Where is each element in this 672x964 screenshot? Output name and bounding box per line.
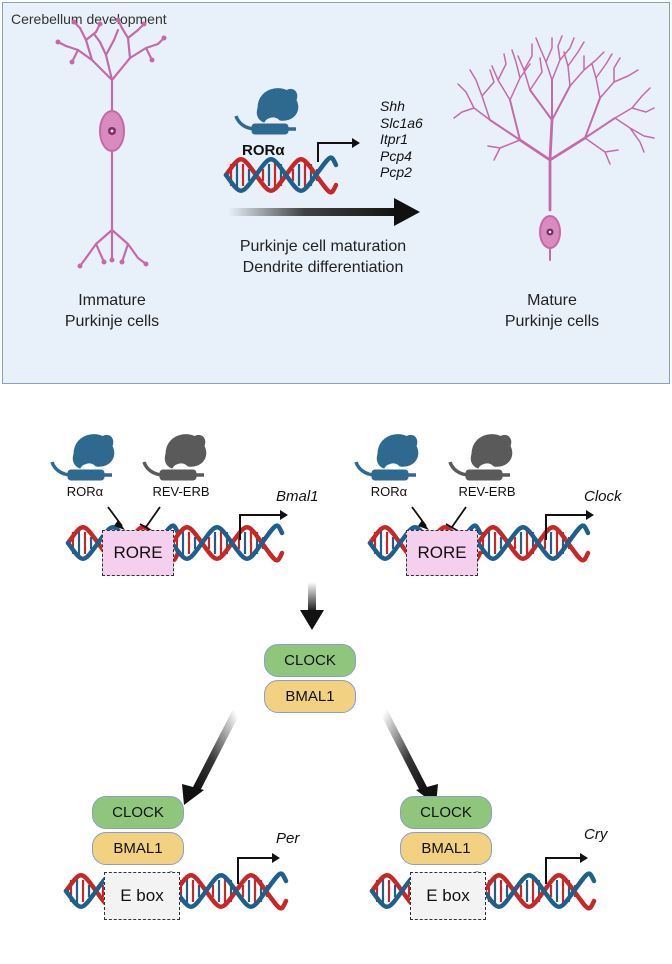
rora-receptor-right-icon: [354, 432, 420, 482]
ebox-right: E box: [410, 872, 486, 920]
dna-icon: [226, 158, 336, 193]
panel-title-cerebellum: Cerebellum development: [11, 11, 167, 27]
bmal1-protein-right: BMAL1: [400, 832, 492, 865]
gene-shh: Shh: [380, 98, 405, 114]
diag-arrow-right-icon: [380, 710, 428, 792]
rev-erb-label-right: REV-ERB: [458, 484, 516, 499]
ebox-left: E box: [104, 872, 180, 920]
clock-protein-left: CLOCK: [92, 796, 184, 829]
rora-label-left: RORα: [66, 484, 104, 499]
rore-box-left: RORE: [102, 530, 174, 576]
rora-receptor-left-icon: [50, 432, 116, 482]
rev-erb-label-left: REV-ERB: [152, 484, 210, 499]
mature-purkinje-cell-icon: [453, 35, 655, 261]
gene-pcp4: Pcp4: [380, 147, 412, 164]
bmal1-protein-center: BMAL1: [264, 680, 356, 713]
diag-arrow-left-icon: [192, 710, 240, 792]
rore-box-right: RORE: [406, 530, 478, 576]
mature-label-line2: Purkinje cells: [504, 313, 600, 330]
clock-protein-right: CLOCK: [400, 796, 492, 829]
gene-itpr1: Itpr1: [380, 131, 409, 147]
rev-erb-receptor-right-icon: [448, 432, 514, 482]
gene-per: Per: [276, 830, 300, 847]
immature-purkinje-cell-icon: [56, 18, 166, 268]
dna-left-2: [172, 526, 282, 561]
process-label-line2: Dendrite differentiation: [242, 259, 404, 276]
mature-label-line1: Mature: [527, 292, 577, 309]
immature-label-line2: Purkinje cells: [64, 313, 160, 330]
gene-pcp2: Pcp2: [380, 164, 412, 180]
maturation-arrow-icon: [228, 208, 398, 216]
transcription-arrow-icon: [317, 142, 352, 162]
mature-label: Mature Purkinje cells: [492, 290, 612, 332]
cerebellum-development-panel: Cerebellum development: [2, 2, 670, 384]
process-label: Purkinje cell maturation Dendrite differ…: [208, 236, 438, 278]
rora-label-top: RORα: [242, 142, 285, 159]
down-arrow-icon: [308, 582, 316, 612]
target-gene-list: Shh Slc1a6 Itpr1 Pcp4 Pcp2: [380, 98, 423, 181]
gene-clock: Clock: [584, 488, 622, 505]
gene-bmal1: Bmal1: [276, 488, 319, 505]
process-label-line1: Purkinje cell maturation: [239, 238, 407, 255]
clock-protein-center: CLOCK: [264, 644, 356, 677]
rev-erb-receptor-left-icon: [142, 432, 208, 482]
gene-slc1a6: Slc1a6: [380, 114, 423, 131]
immature-label: Immature Purkinje cells: [52, 290, 172, 332]
bmal1-protein-left: BMAL1: [92, 832, 184, 865]
gene-cry: Cry: [584, 826, 608, 843]
rora-label-right: RORα: [370, 484, 408, 499]
immature-label-line1: Immature: [78, 292, 146, 309]
rora-receptor-icon: [234, 86, 300, 136]
